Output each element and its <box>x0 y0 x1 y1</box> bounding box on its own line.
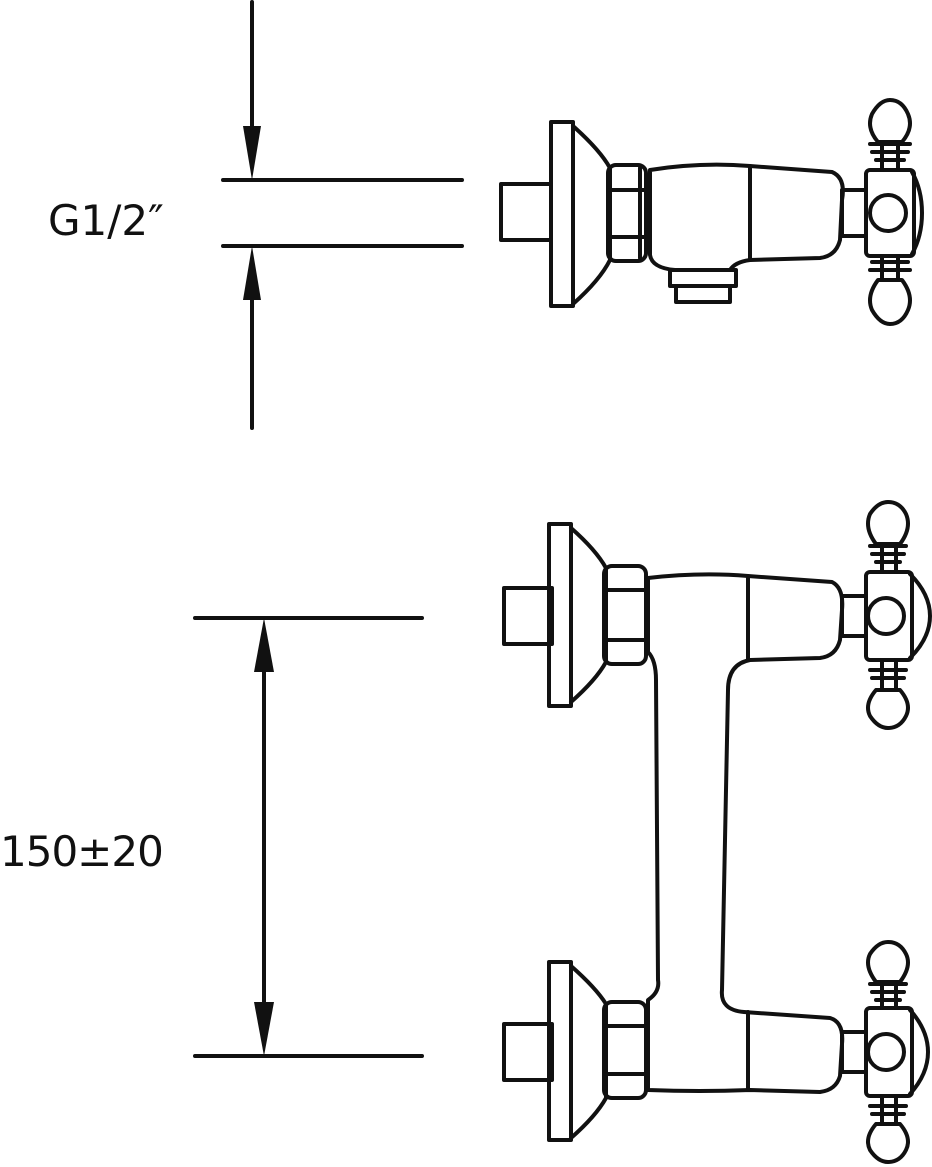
lower-wall-flange-plate <box>547 960 573 1142</box>
lower-wall-flange-cone <box>569 964 608 1140</box>
upper-handle-hub-side <box>908 572 932 660</box>
handle-arm-top <box>868 142 912 172</box>
lower-handle-arm-top <box>868 982 908 1010</box>
thread-arrowhead-bottom <box>243 246 261 300</box>
upper-spindle-neck <box>840 594 868 638</box>
handle-knob-bottom <box>868 278 912 326</box>
hex-nut <box>606 163 648 263</box>
spacing-arrowhead-top <box>254 618 274 672</box>
inlet-stub <box>499 182 553 242</box>
spacing-arrowhead-bottom <box>254 1002 274 1056</box>
upper-handle-knob-top <box>866 500 910 546</box>
lower-handle-arm-bottom <box>868 1094 908 1126</box>
lower-spindle-neck <box>840 1030 868 1074</box>
center-spacing-label: 150±20 <box>0 827 164 876</box>
wall-flange-plate <box>549 120 575 308</box>
upper-handle-arm-top <box>868 544 908 574</box>
upper-hex-nut <box>602 564 648 666</box>
spacing-dimension <box>193 616 424 1058</box>
upper-wall-flange-plate <box>547 522 573 708</box>
thread-dimension <box>221 0 464 430</box>
valve-side-view <box>499 98 924 326</box>
handle-hub <box>864 168 916 258</box>
lower-inlet-stub <box>502 1022 554 1082</box>
outlet-connector-thread <box>674 284 732 304</box>
handle-hub-side <box>910 170 924 256</box>
upper-handle-knob-bottom <box>866 688 910 730</box>
handle-knob-top <box>868 98 912 144</box>
handle-arm-bottom <box>868 254 912 282</box>
valve-body <box>648 162 845 272</box>
thread-size-label: G1/2″ <box>48 196 164 245</box>
mixer-body <box>646 572 845 1094</box>
upper-wall-flange-cone <box>569 526 608 704</box>
outlet-connector <box>668 268 738 288</box>
mixer-front-view <box>502 500 932 1164</box>
lower-hex-nut <box>602 1000 648 1100</box>
handle-center-cap <box>868 193 908 233</box>
spindle-neck <box>840 188 868 238</box>
upper-handle-arm-bottom <box>868 658 908 692</box>
upper-handle-center-cap <box>866 596 906 636</box>
wall-flange-cone <box>571 124 612 306</box>
lower-handle-center-cap <box>866 1032 906 1072</box>
thread-arrowhead-top <box>243 126 261 180</box>
upper-inlet-stub <box>502 586 554 646</box>
lower-handle-hub-side <box>908 1008 930 1096</box>
lower-handle-knob-top <box>866 940 910 984</box>
lower-handle-knob-bottom <box>866 1122 910 1164</box>
